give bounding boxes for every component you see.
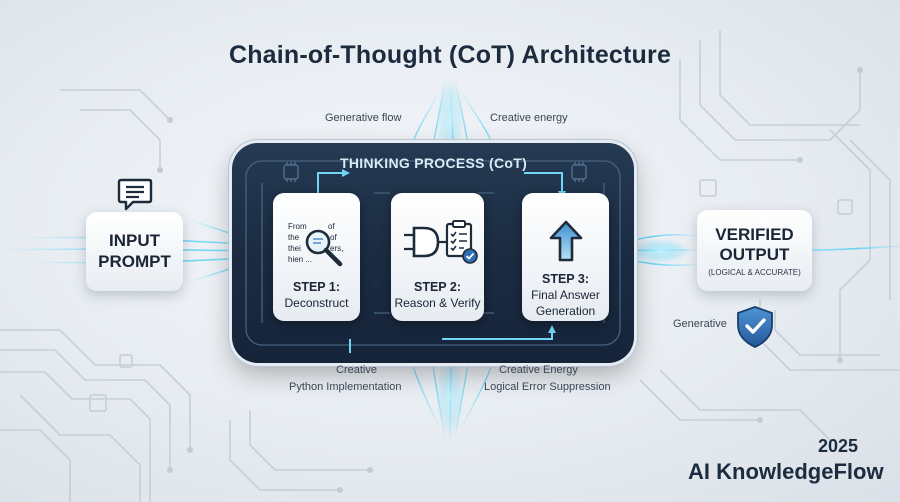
brand-name: AI KnowledgeFlow <box>688 459 884 484</box>
label-creative-energy: Creative energy <box>490 112 568 124</box>
step-1-snippet-2: of <box>328 222 335 231</box>
step-3-label: STEP 3: Final Answer Generation <box>531 272 600 318</box>
verified-output-box <box>697 210 812 291</box>
diagram-title: Chain-of-Thought (CoT) Architecture <box>228 41 672 69</box>
logic-gate-checklist-icon <box>404 220 478 264</box>
label-logical-error-suppression: Logical Error Suppression <box>484 381 611 393</box>
verified-output-subtitle: (LOGICAL & ACCURATE) <box>708 268 801 277</box>
step-1-card <box>273 193 360 321</box>
magnifier-icon <box>305 229 343 267</box>
shield-check-icon <box>737 306 773 348</box>
step-1-label: STEP 1: Deconstruct <box>284 280 349 310</box>
step-1-snippet-3: the <box>288 233 300 242</box>
step-1-snippet-7: hien ... <box>288 255 313 264</box>
label-generative-flow: Generative flow <box>325 112 402 124</box>
step-1-snippet-1: From <box>288 222 307 231</box>
label-creative-energy-bottom: Creative Energy <box>499 364 578 376</box>
step-2-label: STEP 2: Reason & Verify <box>394 280 481 310</box>
input-prompt-box <box>86 212 183 291</box>
up-arrow-icon <box>549 220 583 262</box>
label-generative-right: Generative <box>673 318 727 330</box>
input-prompt-label: INPUT PROMPT <box>98 231 171 271</box>
brand-year: 2025 <box>818 436 859 456</box>
step-1-snippet-4: of <box>330 233 337 242</box>
label-creative: Creative <box>336 364 377 376</box>
step-1-snippet-6: thei <box>288 244 301 253</box>
label-python-implementation: Python Implementation <box>289 381 402 393</box>
step-1-snippet-5: ers, <box>330 244 344 253</box>
panel-title: THINKING PROCESS (CoT) <box>340 155 528 171</box>
verified-output-label: VERIFIED OUTPUT <box>715 225 794 264</box>
chat-bubble-icon <box>117 178 153 211</box>
